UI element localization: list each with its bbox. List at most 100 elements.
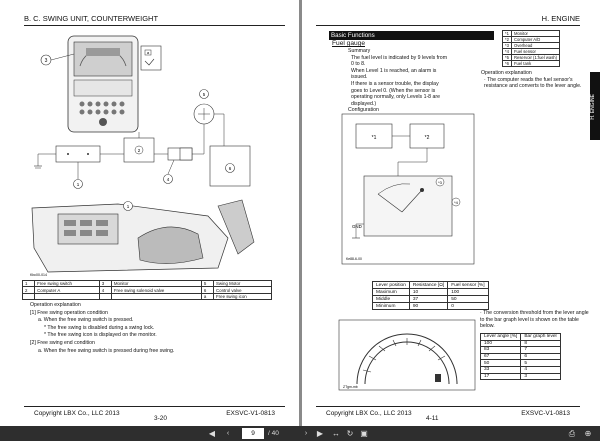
table-cell: *6 — [502, 60, 512, 67]
table-cell: 17 — [479, 372, 522, 381]
summary-line: goes to Level 0. (When the sensor is — [351, 87, 436, 94]
next-page-icon[interactable]: › — [304, 430, 308, 437]
table-cell: 3 — [98, 279, 112, 288]
page-gutter — [299, 0, 302, 426]
table-cell: 100 — [447, 288, 489, 296]
summary-line: displayed.) — [351, 100, 377, 107]
op-line: * The free swing is disabled during a sw… — [44, 324, 155, 331]
table-cell: 83 — [479, 346, 522, 354]
svg-text:*2: *2 — [425, 135, 430, 141]
table-cell: Fuel tank — [510, 60, 561, 67]
page-number-input[interactable] — [242, 428, 264, 439]
table-cell: Control valve — [212, 286, 273, 294]
summary-line: issued. — [351, 74, 368, 81]
print-icon[interactable]: ⎙ — [568, 429, 576, 438]
svg-text:*3: *3 — [438, 180, 443, 185]
svg-text:2: 2 — [138, 148, 141, 153]
table-cell: Free swing icon — [212, 292, 273, 301]
page-number: 3-20 — [154, 415, 168, 422]
table-cell: Lever position — [372, 281, 410, 289]
copyright: Copyright LBX Co., LLC 2013 — [326, 410, 412, 417]
table-cell: 6 — [200, 286, 214, 294]
section-tab — [590, 72, 600, 140]
page-footer: Copyright LBX Co., LLC 2013 4-11 EXSVC-V… — [316, 406, 580, 422]
section-title: B. C. SWING UNIT, COUNTERWEIGHT — [24, 14, 159, 23]
table-cell: 4 — [98, 286, 112, 294]
first-page-icon[interactable]: ◀ — [208, 429, 216, 438]
svg-text:*1: *1 — [372, 135, 377, 141]
callout-1: 1 — [77, 182, 80, 187]
table-cell — [21, 292, 36, 301]
page-footer: Copyright LBX Co., LLC 2013 3-20 EXSVC-V… — [24, 406, 285, 422]
summary-line: Configuration — [348, 107, 379, 114]
summary-line: If there is a sensor trouble, the displa… — [351, 80, 439, 87]
table-cell: 10 — [408, 288, 449, 296]
table-cell: 67 — [479, 352, 522, 361]
table-cell: 0 — [447, 302, 489, 310]
table-cell: 8 — [520, 339, 561, 348]
free-swing-schematic: 3 a 2 1 — [28, 34, 278, 194]
bar-row: Lever angle [%]Bar graph level — [479, 333, 561, 341]
conversion-note: · The conversion threshold from the leve… — [480, 310, 589, 330]
summary-line: When Level 1 is reached, an alarm is — [351, 67, 437, 74]
table-cell: 7 — [520, 346, 561, 354]
left-page: B. C. SWING UNIT, COUNTERWEIGHT 3 a — [0, 0, 299, 426]
operation-explanation: Operation explanation [1] Free swing ope… — [30, 302, 290, 355]
op-line: [1] Free swing operation condition — [30, 309, 108, 316]
doc-code: EXSVC-V1-0813 — [226, 410, 275, 417]
table-cell — [110, 292, 202, 301]
last-page-icon[interactable]: ▶ — [316, 429, 324, 438]
table-cell: Reservoir (1:fuel wash) — [510, 54, 561, 61]
page-header: H. ENGINE — [316, 14, 580, 26]
zoom-icon[interactable]: ⊕ — [584, 429, 592, 438]
svg-text:a: a — [147, 50, 150, 55]
table-cell: 50 — [479, 359, 522, 367]
basic-functions-bar: Basic Functions — [329, 31, 494, 40]
rotate-icon[interactable]: ↻ — [346, 429, 354, 438]
table-cell: 6 — [520, 352, 561, 361]
table-cell: Swing Motor — [212, 279, 273, 288]
table-cell: 4 — [520, 365, 561, 374]
op-line: * The free swing icon is displayed on th… — [44, 332, 157, 339]
svg-text:6: 6 — [229, 166, 232, 171]
fuel-config-diagram: *1 *2 *3 *4 GND Ke88-6-00 — [338, 112, 478, 274]
table-cell: Bar graph level — [520, 333, 561, 341]
summary-line: operating normally, only Levels 1-8 are — [351, 94, 441, 101]
viewer-toolbar: ◀ ‹ / 40 › ▶ ↔ ↻ ▣ ⎙ ⊕ — [0, 426, 600, 441]
op-title: Operation explanation — [30, 302, 81, 308]
table-cell: Middle — [372, 295, 410, 303]
summary-line: Summary — [348, 48, 371, 54]
doc-code: EXSVC-V1-0813 — [521, 410, 570, 417]
table-cell: 5 — [520, 359, 561, 367]
table-cell: 33 — [479, 365, 522, 374]
fit-width-icon[interactable]: ↔ — [332, 429, 340, 438]
fullscreen-icon[interactable]: ▣ — [360, 429, 368, 438]
table-cell: 37 — [408, 295, 449, 303]
fuel-gauge-title: Fuel gauge — [332, 40, 365, 47]
table-cell: 3 — [520, 372, 561, 381]
op-line: a. When the free swing switch is pressed… — [38, 317, 134, 324]
prev-page-icon[interactable]: ‹ — [226, 430, 230, 437]
page-number: 4-11 — [426, 415, 439, 422]
table-cell: Fuel sensor [%] — [447, 281, 489, 289]
svg-text:GND: GND — [352, 224, 362, 229]
svg-text:*4: *4 — [454, 200, 459, 205]
table-cell: Maximum — [372, 288, 410, 296]
table-cell: 5 — [200, 279, 214, 288]
svg-text:ZTgm-mb: ZTgm-mb — [343, 385, 358, 389]
page-header: B. C. SWING UNIT, COUNTERWEIGHT — [24, 14, 285, 26]
